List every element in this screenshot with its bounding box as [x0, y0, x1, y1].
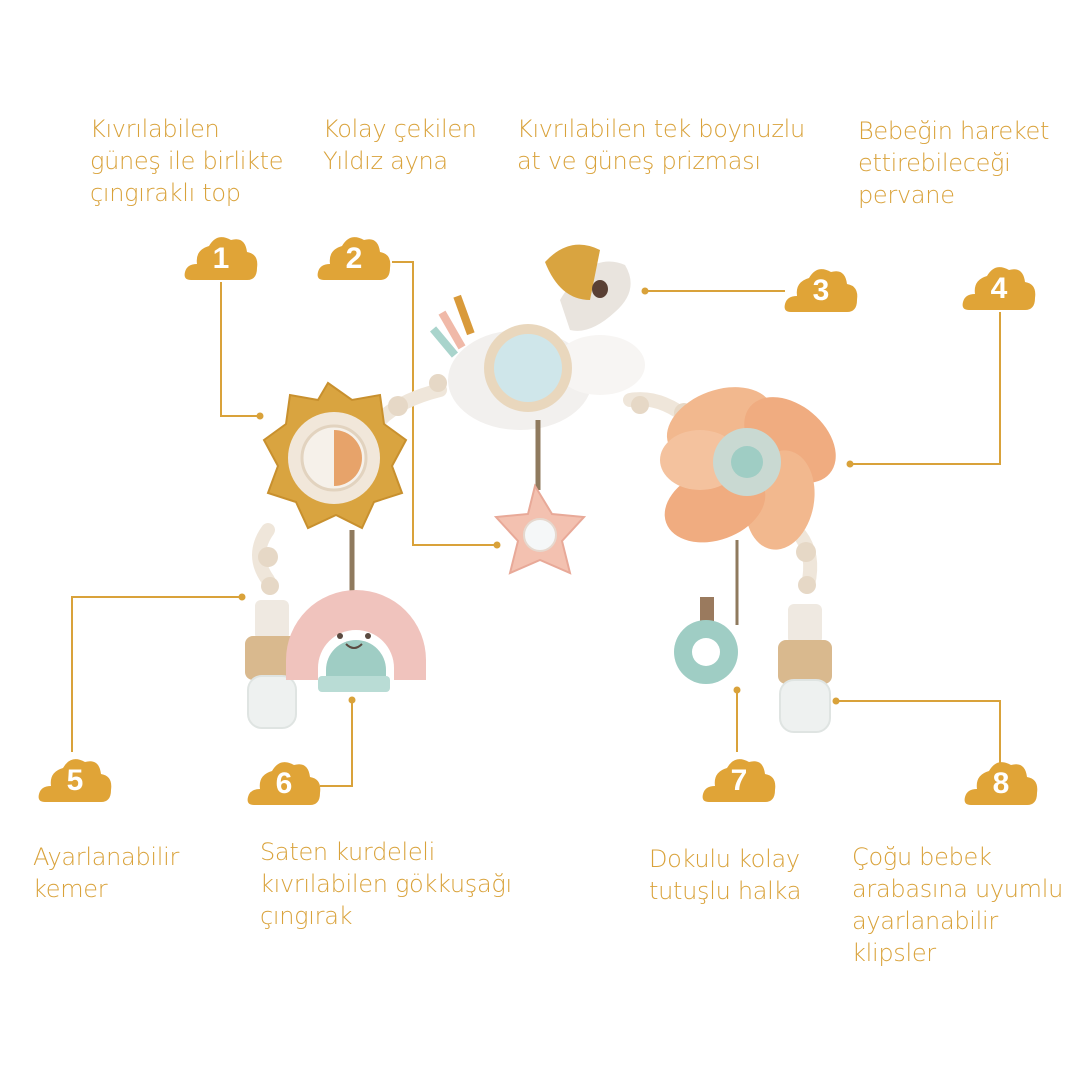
feature-label-6: Saten kurdeleli kıvrılabilen gökkuşağı ç…	[260, 838, 512, 930]
leader-line-8	[836, 700, 1001, 766]
star-mirror	[493, 483, 587, 575]
pinwheel	[660, 387, 836, 625]
leader-line-4	[850, 312, 1001, 465]
badge-number: 5	[66, 764, 84, 797]
badge-2: 2	[316, 230, 392, 284]
leader-lines	[71, 261, 1001, 787]
leader-line-6	[320, 700, 353, 787]
leader-line-1	[220, 282, 260, 417]
cloud-icon	[784, 269, 858, 312]
badge-number: 1	[212, 242, 230, 275]
feature-label-1: Kıvrılabilen güneş ile birlikte çıngırak…	[90, 115, 284, 207]
feature-label-3: Kıvrılabilen tek boynuzlu at ve güneş pr…	[517, 115, 805, 175]
cloud-icon	[962, 267, 1036, 310]
badge-number: 8	[992, 767, 1010, 800]
rainbow-rattle	[286, 590, 426, 692]
leader-line-5	[71, 596, 242, 752]
badge-6: 6	[246, 755, 322, 809]
feature-label-4: Bebeğin hareket ettirebileceği pervane	[858, 117, 1050, 209]
badge-1: 1	[183, 230, 259, 284]
feature-label-7: Dokulu kolay tutuşlu halka	[649, 845, 802, 905]
right-clip	[778, 604, 832, 733]
teether-ring	[674, 597, 738, 684]
cloud-icon	[702, 759, 776, 802]
cloud-icon	[38, 759, 112, 802]
badge-5: 5	[37, 752, 113, 806]
cloud-icon	[247, 762, 321, 805]
badge-number: 4	[990, 272, 1008, 305]
badge-7: 7	[701, 752, 777, 806]
cloud-icon	[184, 237, 258, 280]
cloud-icon	[317, 237, 391, 280]
feature-label-2: Kolay çekilen Yıldız ayna	[323, 115, 477, 175]
sun-rattle	[262, 381, 408, 600]
badge-8: 8	[963, 755, 1039, 809]
badge-number: 7	[730, 764, 748, 797]
feature-label-8: Çoğu bebek arabasına uyumlu ayarlanabili…	[852, 843, 1064, 967]
unicorn-mirror	[430, 244, 645, 490]
feature-label-5: Ayarlanabilir kemer	[33, 843, 180, 903]
badge-number: 6	[275, 767, 293, 800]
badge-number: 3	[812, 274, 830, 307]
cloud-icon	[964, 762, 1038, 805]
badge-3: 3	[783, 262, 859, 316]
badge-number: 2	[345, 242, 363, 275]
badge-4: 4	[961, 260, 1037, 314]
left-clip	[245, 600, 299, 729]
